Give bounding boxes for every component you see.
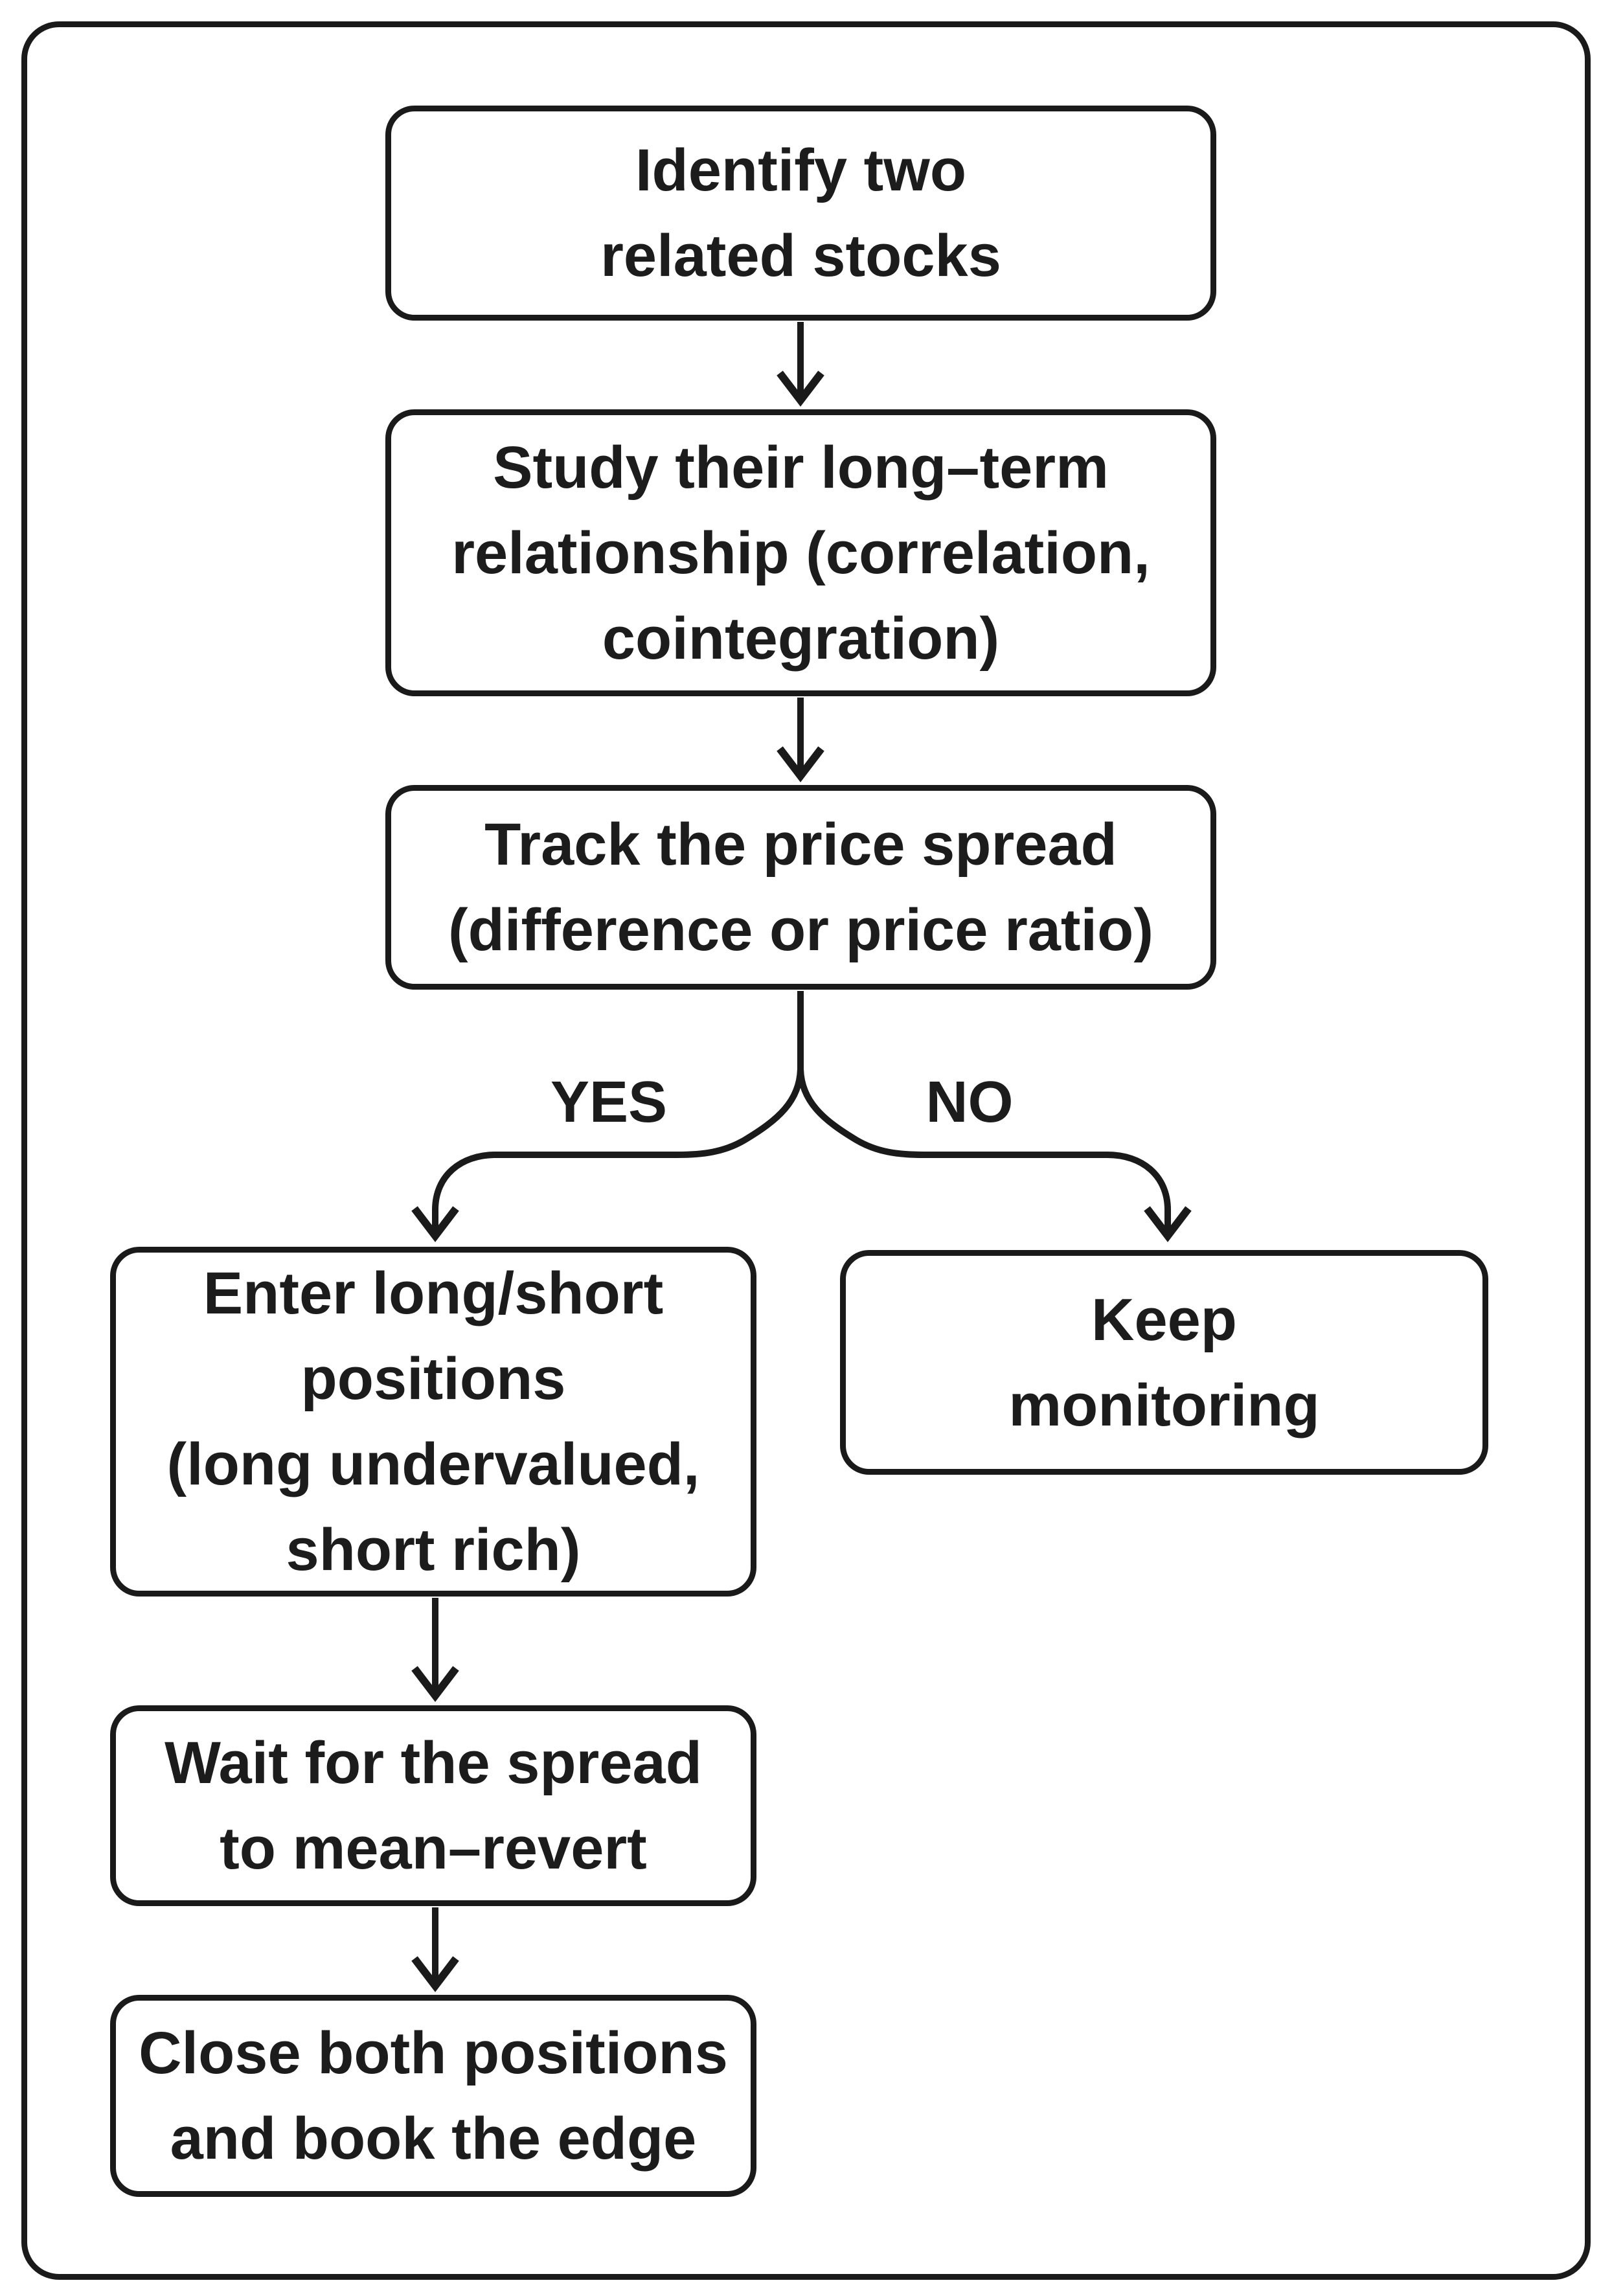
node-track-spread: Track the price spread (difference or pr… — [385, 785, 1216, 990]
node-enter-positions: Enter long/short positions (long underva… — [110, 1247, 756, 1597]
node-line: Close both positions — [139, 2020, 728, 2086]
node-line: cointegration) — [602, 605, 1000, 672]
diagram-border — [21, 21, 1591, 2280]
node-line: related stocks — [600, 223, 1001, 289]
node-line: Identify two — [635, 137, 967, 203]
node-line: positions — [301, 1346, 566, 1412]
node-line: (difference or price ratio) — [448, 897, 1153, 963]
arrow-wait-to-close — [411, 1907, 459, 1992]
node-line: monitoring — [1008, 1372, 1320, 1438]
node-wait-mean-revert: Wait for the spread to mean–revert — [110, 1705, 756, 1906]
node-keep-monitoring: Keep monitoring — [840, 1250, 1488, 1475]
arrow-study-to-track — [777, 698, 824, 782]
arrow-branch-yes — [411, 991, 804, 1242]
arrow-identify-to-study — [777, 322, 824, 407]
arrow-enter-to-wait — [411, 1598, 459, 1702]
node-line: Enter long/short — [203, 1260, 664, 1326]
branch-label-no: NO — [925, 1070, 1014, 1135]
node-line: Track the price spread — [484, 812, 1117, 878]
node-study-relationship: Study their long–term relationship (corr… — [385, 409, 1216, 696]
node-line: short rich) — [286, 1517, 581, 1583]
node-line: relationship (correlation, — [451, 519, 1150, 586]
arrow-branch-no — [797, 1067, 1192, 1242]
node-line: Keep — [1091, 1286, 1237, 1353]
node-line: to mean–revert — [220, 1815, 647, 1881]
branch-label-yes: YES — [550, 1070, 668, 1135]
node-line: Study their long–term — [493, 434, 1109, 501]
node-close-positions: Close both positions and book the edge — [110, 1995, 756, 2197]
node-line: Wait for the spread — [165, 1730, 702, 1796]
node-line: (long undervalued, — [166, 1431, 700, 1497]
node-line: and book the edge — [170, 2106, 697, 2172]
node-identify-stocks: Identify two related stocks — [385, 106, 1216, 321]
